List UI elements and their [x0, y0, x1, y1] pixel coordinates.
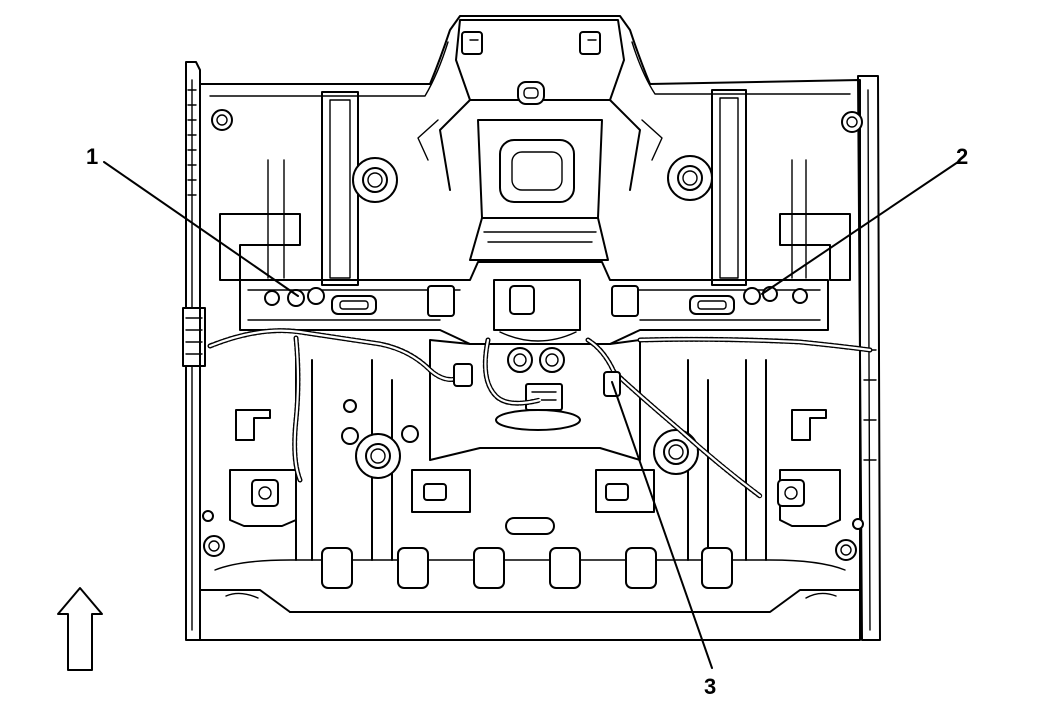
callout-3-leader — [611, 381, 713, 669]
right-channels — [687, 89, 851, 561]
top-center-bracket — [417, 19, 663, 261]
callout-3-label: 3 — [704, 674, 716, 699]
cross-member — [239, 261, 829, 345]
right-seat-track — [857, 75, 881, 641]
wiring-harness — [207, 286, 873, 499]
callout-labels: 1 2 3 — [86, 144, 968, 699]
lower-brackets — [229, 409, 841, 535]
callout-2-label: 2 — [956, 144, 968, 169]
callout-leaders — [103, 161, 959, 669]
mounting-bosses — [202, 109, 864, 561]
callout-2-leader — [761, 161, 959, 295]
forward-arrow-icon — [57, 587, 103, 671]
left-seat-track — [182, 61, 206, 641]
callout-1-label: 1 — [86, 144, 98, 169]
seat-pan-outline — [199, 15, 861, 641]
callout-1-leader — [103, 161, 299, 297]
bottom-slots — [225, 547, 837, 599]
